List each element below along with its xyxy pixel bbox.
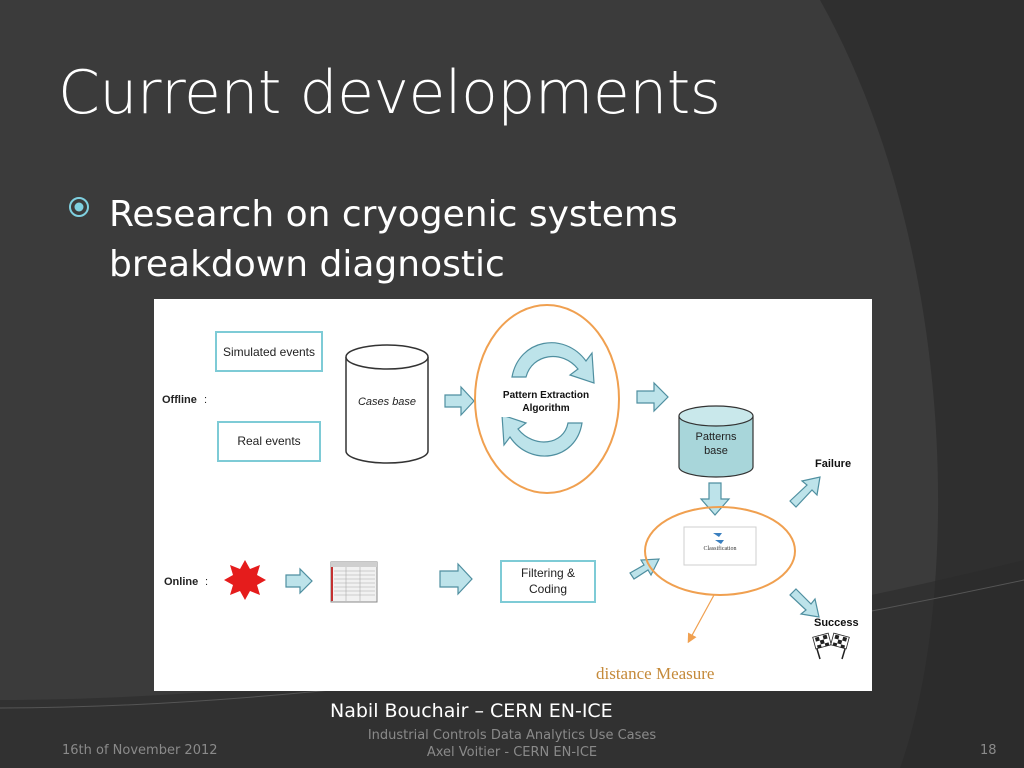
arrow-icon [789,588,820,618]
data-table-icon [330,561,378,603]
svg-text:Coding: Coding [529,582,567,596]
arrow-icon [699,482,731,516]
distance-arrow [687,594,715,644]
figure-caption: Nabil Bouchair – CERN EN-ICE [330,700,613,722]
svg-text::: : [204,394,207,406]
checkered-flags-icon [812,632,850,660]
svg-text:Filtering &: Filtering & [521,566,575,580]
failure-label: Failure [815,458,851,470]
diagnostic-diagram: Offline : Online : Simulated events Real… [154,299,872,691]
pattern-extraction-cycle: Pattern Extraction Algorithm [474,304,620,494]
alarm-star-icon [224,560,266,600]
arrow-icon [285,567,313,595]
online-label: Online [164,576,198,588]
offline-label: Offline [162,394,197,406]
svg-text:base: base [704,445,728,457]
arrow-icon [629,558,660,580]
svg-text:Cases base: Cases base [358,396,416,408]
simulated-events-box: Simulated events [215,331,323,372]
page-number: 18 [980,743,997,758]
cases-base-cylinder: Cases base [345,344,429,464]
footer-title: Industrial Controls Data Analytics Use C… [360,727,664,761]
svg-text:Algorithm: Algorithm [522,403,569,414]
success-label: Success [814,617,859,629]
svg-text:Simulated events: Simulated events [223,345,315,359]
arrow-icon [439,562,473,596]
slide-title: Current developments [58,58,721,128]
svg-text:Real events: Real events [237,434,300,448]
bullet-text: Research on cryogenic systems breakdown … [109,194,678,285]
distance-measure-label: distance Measure [596,664,714,683]
bullet-icon [69,197,89,217]
svg-text:Classification: Classification [704,545,737,552]
filtering-coding-box: Filtering & Coding [500,560,596,603]
footer-presentation-title: Industrial Controls Data Analytics Use C… [367,728,657,743]
patterns-base-cylinder: Patterns base [678,405,754,478]
arrow-icon [636,381,669,413]
arrow-icon [444,385,475,417]
real-events-box: Real events [217,421,321,462]
classification-node: Classification [644,506,796,596]
footer-date: 16th of November 2012 [62,743,218,758]
svg-text::: : [205,576,208,588]
svg-text:Patterns: Patterns [696,431,737,443]
svg-text:Pattern Extraction: Pattern Extraction [503,390,589,401]
footer-author: Axel Voitier - CERN EN-ICE [426,745,598,760]
arrow-icon [789,476,821,508]
